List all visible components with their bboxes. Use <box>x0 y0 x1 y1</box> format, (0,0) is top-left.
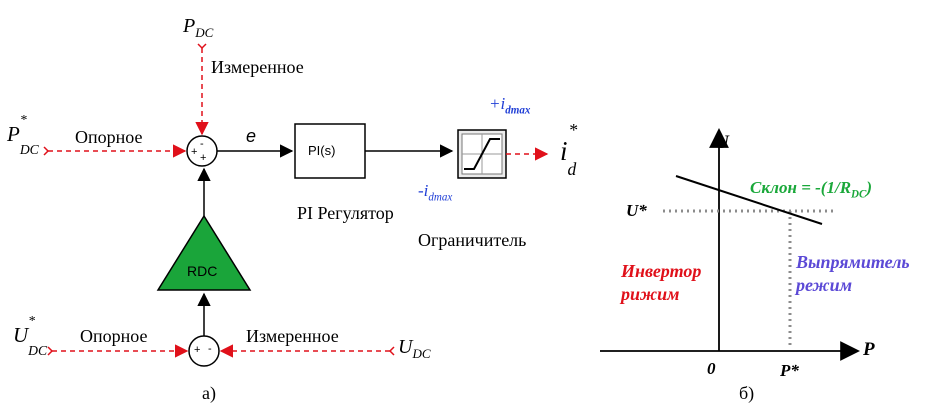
reference-top-label: Опорное <box>75 127 143 147</box>
limiter-block <box>457 129 507 179</box>
udc-measured-line <box>219 344 395 358</box>
p-axis-label: P <box>863 339 875 360</box>
measured-bottom-label: Измеренное <box>246 326 339 346</box>
rectifier-mode-label-1: Выпрямитель <box>796 252 910 272</box>
rdc-block <box>156 214 252 291</box>
error-label: e <box>246 126 257 146</box>
udc-reference-line <box>47 344 189 358</box>
pdc-top-label: PDC <box>183 15 214 40</box>
caption-b: б) <box>739 383 755 403</box>
limiter-max-label: +idmax <box>489 94 531 117</box>
origin-label: 0 <box>707 359 716 378</box>
inverter-mode-label-1: Инвертор <box>621 261 702 281</box>
control-block-diagram <box>43 43 549 367</box>
u-axis-label: U <box>715 132 729 153</box>
limiter-caption: Ограничитель <box>418 230 527 250</box>
udc-ref-label: U*DC <box>13 313 48 359</box>
pdc-measured-line <box>195 43 209 136</box>
top-junction-minus: - <box>200 138 204 150</box>
caption-a: а) <box>202 383 216 403</box>
pdc-ref-label: P*DC <box>7 112 39 158</box>
u-star-label: U* <box>626 201 647 220</box>
pi-block-label: PI(s) <box>308 143 336 158</box>
rectifier-mode-label-2: режим <box>796 275 853 295</box>
top-junction-plus-left: + <box>191 146 198 158</box>
inverter-mode-label-2: рижим <box>621 284 680 304</box>
output-label: i*d <box>560 120 578 180</box>
pdc-reference-line <box>43 144 187 158</box>
bottom-summing-junction <box>188 335 220 367</box>
udc-label: UDC <box>398 336 431 361</box>
pi-caption: PI Регулятор <box>297 203 394 223</box>
measured-top-label: Измеренное <box>211 57 304 77</box>
p-star-label: P* <box>780 361 799 380</box>
rdc-block-label: RDC <box>187 263 218 279</box>
top-junction-plus-bottom: + <box>200 152 207 164</box>
bottom-junction-minus: - <box>208 343 212 355</box>
bottom-junction-plus: + <box>194 344 201 356</box>
slope-label: Склон = -(1/RDC) <box>750 178 873 201</box>
limiter-min-label: -idmax <box>418 181 453 204</box>
pi-block <box>294 123 366 179</box>
reference-bottom-label: Опорное <box>80 326 148 346</box>
